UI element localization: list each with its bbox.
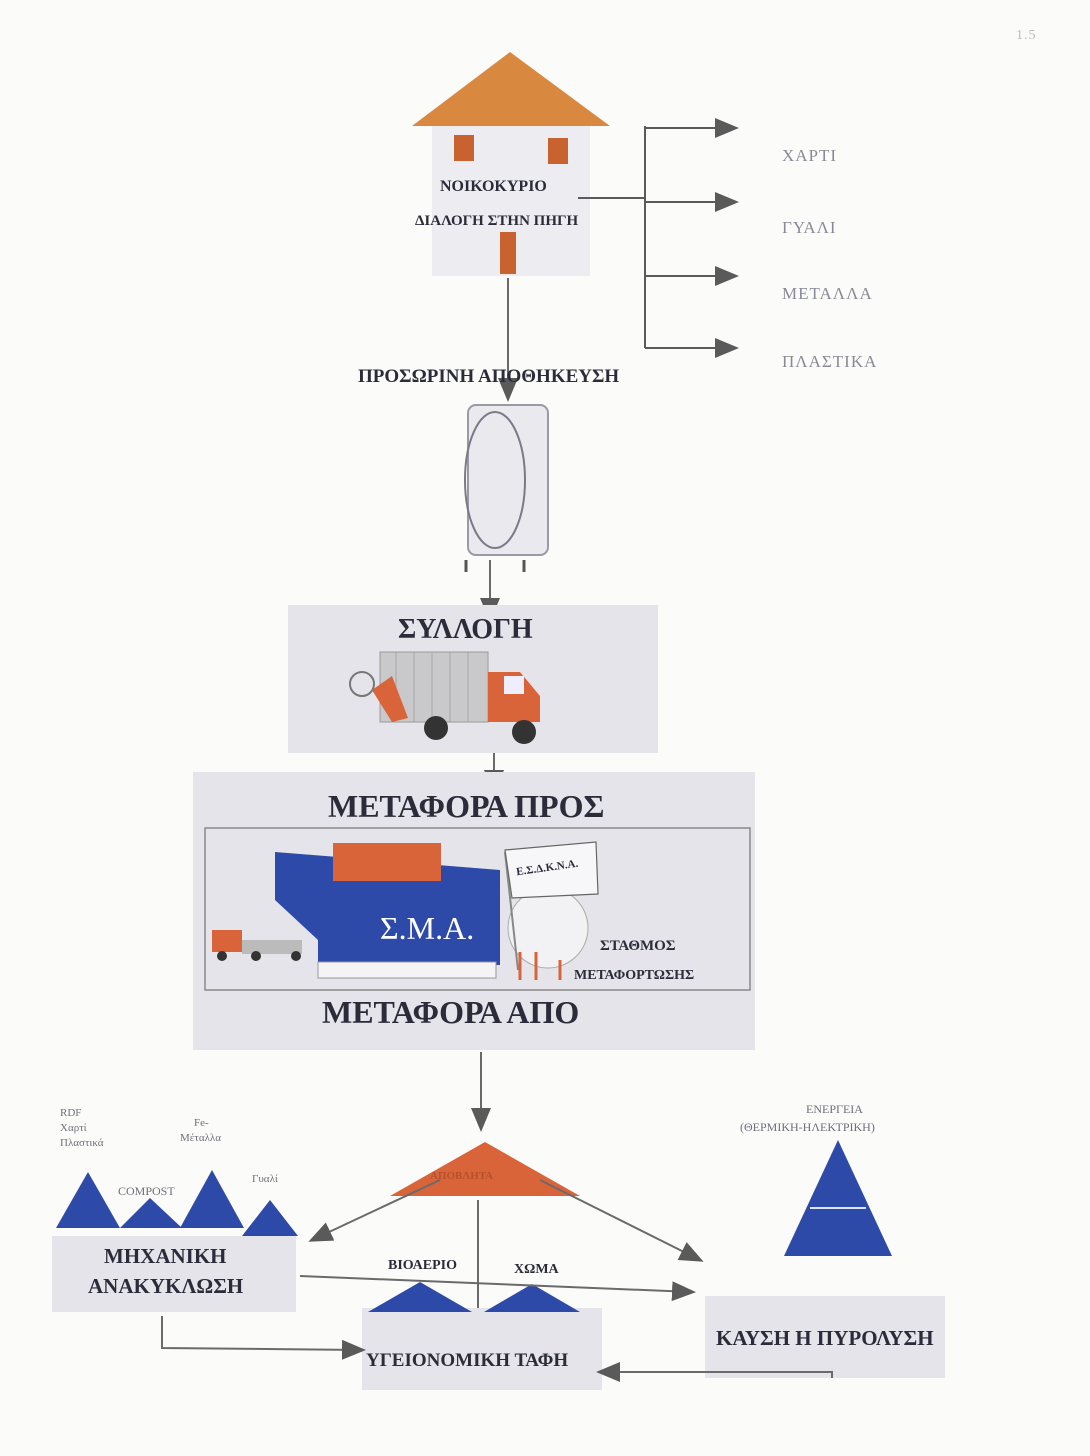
mechanical-glass: Γυαλί: [252, 1173, 278, 1185]
page-mark: 1.5: [1016, 28, 1037, 43]
flag-icon: [504, 841, 599, 980]
energy-line1: ΕΝΕΡΓΕΙΑ: [806, 1102, 863, 1116]
mechanical-label-a-2: Χαρτί: [60, 1122, 87, 1134]
garbage-truck-icon: [349, 651, 540, 744]
energy-pyramid: [784, 1140, 892, 1256]
mechanical-label-a-1: RDF: [60, 1107, 82, 1119]
temp-storage-label: ΠΡΟΣΩΡΙΝΗ ΑΠΟΘΗΚΕΥΣΗ: [358, 366, 620, 387]
soil-label: ΧΩΜΑ: [514, 1262, 559, 1277]
transfer-station-building: [275, 843, 500, 979]
transfer-to-label: ΜΕΤΑΦΟΡΑ ΠΡΟΣ: [328, 788, 605, 824]
household-subtitle: ΔΙΑΛΟΓΗ ΣΤΗΝ ΠΗΓΗ: [415, 213, 579, 229]
building-label: Σ.Μ.Α.: [380, 910, 475, 946]
transfer-from-label: ΜΕΤΑΦΟΡΑ ΑΠΟ: [322, 994, 580, 1030]
station-label-line2: ΜΕΤΑΦΟΡΤΩΣΗΣ: [574, 968, 695, 983]
material-branch-lines: [578, 118, 739, 358]
center-pyramid-label: ΑΠΟΒΛΗΤΑ: [430, 1170, 494, 1182]
mechanical-line2: ΑΝΑΚΥΚΛΩΣΗ: [88, 1274, 244, 1298]
house-icon: [412, 52, 610, 276]
mechanical-label-b-2: Μέταλλα: [180, 1132, 222, 1144]
landfill-panel: [362, 1308, 602, 1390]
material-plastics: ΠΛΑΣΤΙΚΑ: [782, 352, 878, 371]
center-pyramid: [390, 1142, 580, 1196]
distribution-arrows: [308, 1179, 704, 1318]
mechanical-label-b-1: Fe-: [194, 1117, 209, 1129]
mechanical-panel: [52, 1236, 296, 1312]
truck-icon: [212, 930, 302, 961]
household-title: ΝΟΙΚΟΚΥΡΙΟ: [440, 178, 547, 195]
landfill-label: ΥΓΕΙΟΝΟΜΙΚΗ ΤΑΦΗ: [366, 1350, 569, 1371]
landfill-pyramids: [368, 1282, 580, 1312]
bottom-connectors: [161, 1275, 833, 1382]
mechanical-line1: ΜΗΧΑΝΙΚΗ: [104, 1244, 227, 1268]
material-metals: ΜΕΤΑΛΛΑ: [782, 284, 873, 303]
energy-line2: (ΘΕΡΜΙΚΗ-ΗΛΕΚΤΡΙΚΗ): [740, 1120, 875, 1134]
mechanical-pyramids: [56, 1170, 298, 1236]
material-paper: ΧΑΡΤΙ: [782, 146, 838, 165]
mechanical-compost: COMPOST: [118, 1184, 175, 1198]
biogas-label: ΒΙΟΑΕΡΙΟ: [388, 1258, 457, 1273]
mechanical-label-a-3: Πλαστικά: [60, 1137, 104, 1149]
storage-bin-icon: [464, 404, 549, 572]
combustion-panel: [705, 1296, 945, 1378]
transfer-frame: [204, 827, 751, 991]
station-label-line1: ΣΤΑΘΜΟΣ: [600, 938, 676, 954]
material-glass: ΓΥΑΛΙ: [782, 218, 837, 237]
combustion-label: ΚΑΥΣΗ Η ΠΥΡΟΛΥΣΗ: [716, 1326, 934, 1350]
collection-label: ΣΥΛΛΟΓΗ: [398, 614, 533, 645]
